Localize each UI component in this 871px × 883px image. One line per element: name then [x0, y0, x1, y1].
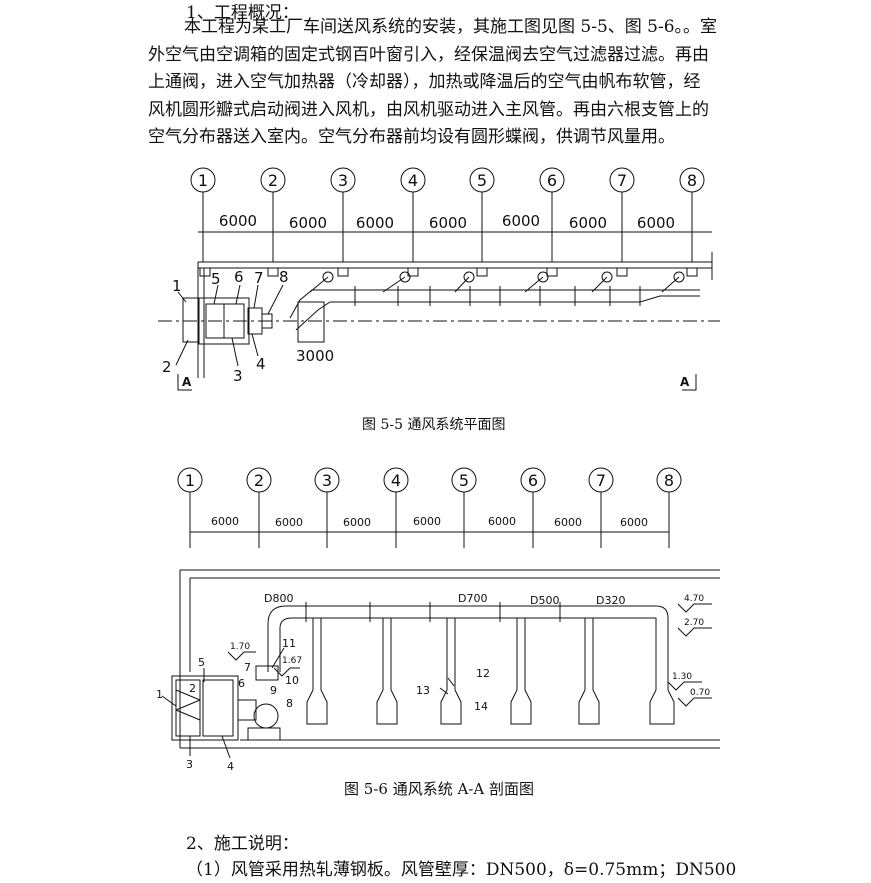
plan-part-number: 1: [172, 277, 182, 295]
plan-part-number: 2: [162, 358, 172, 376]
plan-axis-label: 8: [687, 171, 697, 190]
plan-axis-label: 7: [617, 171, 627, 190]
plan-part-number: 5: [211, 270, 221, 288]
plan-part-number: 7: [254, 269, 264, 287]
plan-part-number: 6: [234, 268, 244, 286]
figure-caption-plan: 图 5-5 通风系统平面图: [362, 417, 506, 433]
plan-span-dimension: 6000: [637, 214, 675, 232]
plan-axis-label: 5: [477, 171, 487, 190]
section-heading-overview: 1、工程概况：: [186, 3, 299, 23]
plan-axis-label: 2: [268, 171, 278, 190]
plan-part-number: 4: [256, 355, 266, 373]
construction-item-1: （1）风管采用热轧薄钢板。风管壁厚：DN500，δ=0.75mm；DN500: [186, 860, 737, 880]
plan-axis-label: 4: [408, 171, 418, 190]
plan-part-number: 8: [279, 268, 289, 286]
overview-paragraph: 本工程为某工厂车间送风系统的安装，其施工图见图 5-5、图 5-6。。室 外空气…: [148, 14, 728, 152]
plan-span-dimension: 6000: [289, 214, 327, 232]
section-mark-right: A: [680, 375, 690, 389]
paragraph-line: 上通阀，进入空气加热器（冷却器），加热或降温后的空气由帆布软管，经: [148, 72, 701, 92]
paragraph-line: 外空气由空调箱的固定式钢百叶窗引入，经保温阀去空气过滤器过滤。再由: [148, 44, 709, 65]
plan-part-number: 3: [233, 367, 243, 385]
paragraph-line: 本工程为某工厂车间送风系统的安装，其施工图见图 5-5、图 5-6。。室: [184, 17, 718, 37]
plan-axis-label: 1: [198, 171, 208, 190]
plan-axis-label: 6: [547, 171, 557, 190]
plan-span-dimension: 6000: [502, 212, 540, 230]
plan-axis-label: 3: [338, 171, 348, 190]
paragraph-line: 空气分布器送入室内。空气分布器前均设有圆形蝶阀，供调节风量用。: [148, 127, 675, 147]
section-mark-left: A: [182, 375, 192, 389]
paragraph-line: 风机圆形瓣式启动阀进入风机，由风机驱动进入主风管。再由六根支管上的: [148, 99, 709, 120]
plan-axis-lines: [202, 192, 693, 262]
plan-span-dimension: 6000: [429, 214, 467, 232]
plan-span-dimension: 6000: [569, 214, 607, 232]
figure-caption-section: 图 5-6 通风系统 A-A 剖面图: [344, 780, 534, 798]
plan-span-dimension: 6000: [356, 214, 394, 232]
plan-span-dimension: 6000: [219, 212, 257, 230]
section-heading-construction: 2、施工说明：: [186, 834, 299, 854]
plan-dimension-3000: 3000: [296, 347, 334, 365]
